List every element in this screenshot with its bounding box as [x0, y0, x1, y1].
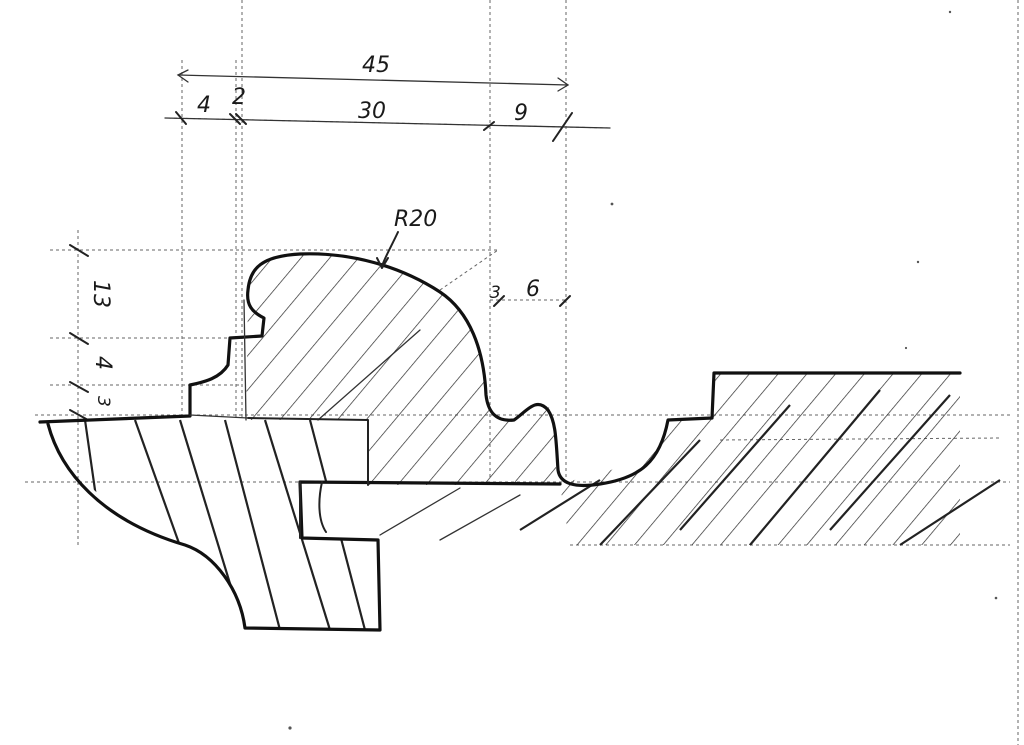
dim-height-3: 3	[93, 396, 113, 407]
dim-overall-width: 45	[362, 53, 390, 78]
dim-groove-width: 6	[526, 277, 540, 302]
profile-outline	[38, 252, 962, 632]
right-part-bold-hatch	[379, 389, 1001, 546]
dim-segment-3: 30	[358, 99, 386, 124]
dim-groove-depth: 3	[490, 283, 501, 303]
dim-segment-2: 2	[232, 85, 246, 110]
left-part-hatch	[83, 419, 367, 630]
dim-radius: R20	[394, 207, 437, 232]
dim-height-1: 13	[88, 280, 113, 308]
dimension-lines	[69, 69, 611, 421]
scan-specks	[288, 10, 998, 730]
dim-segment-4: 9	[514, 101, 528, 126]
dim-segment-1: 4	[197, 93, 211, 118]
hatched-rounded-profile	[246, 253, 556, 485]
radius-leader	[376, 231, 399, 269]
dim-height-2: 4	[90, 356, 115, 370]
